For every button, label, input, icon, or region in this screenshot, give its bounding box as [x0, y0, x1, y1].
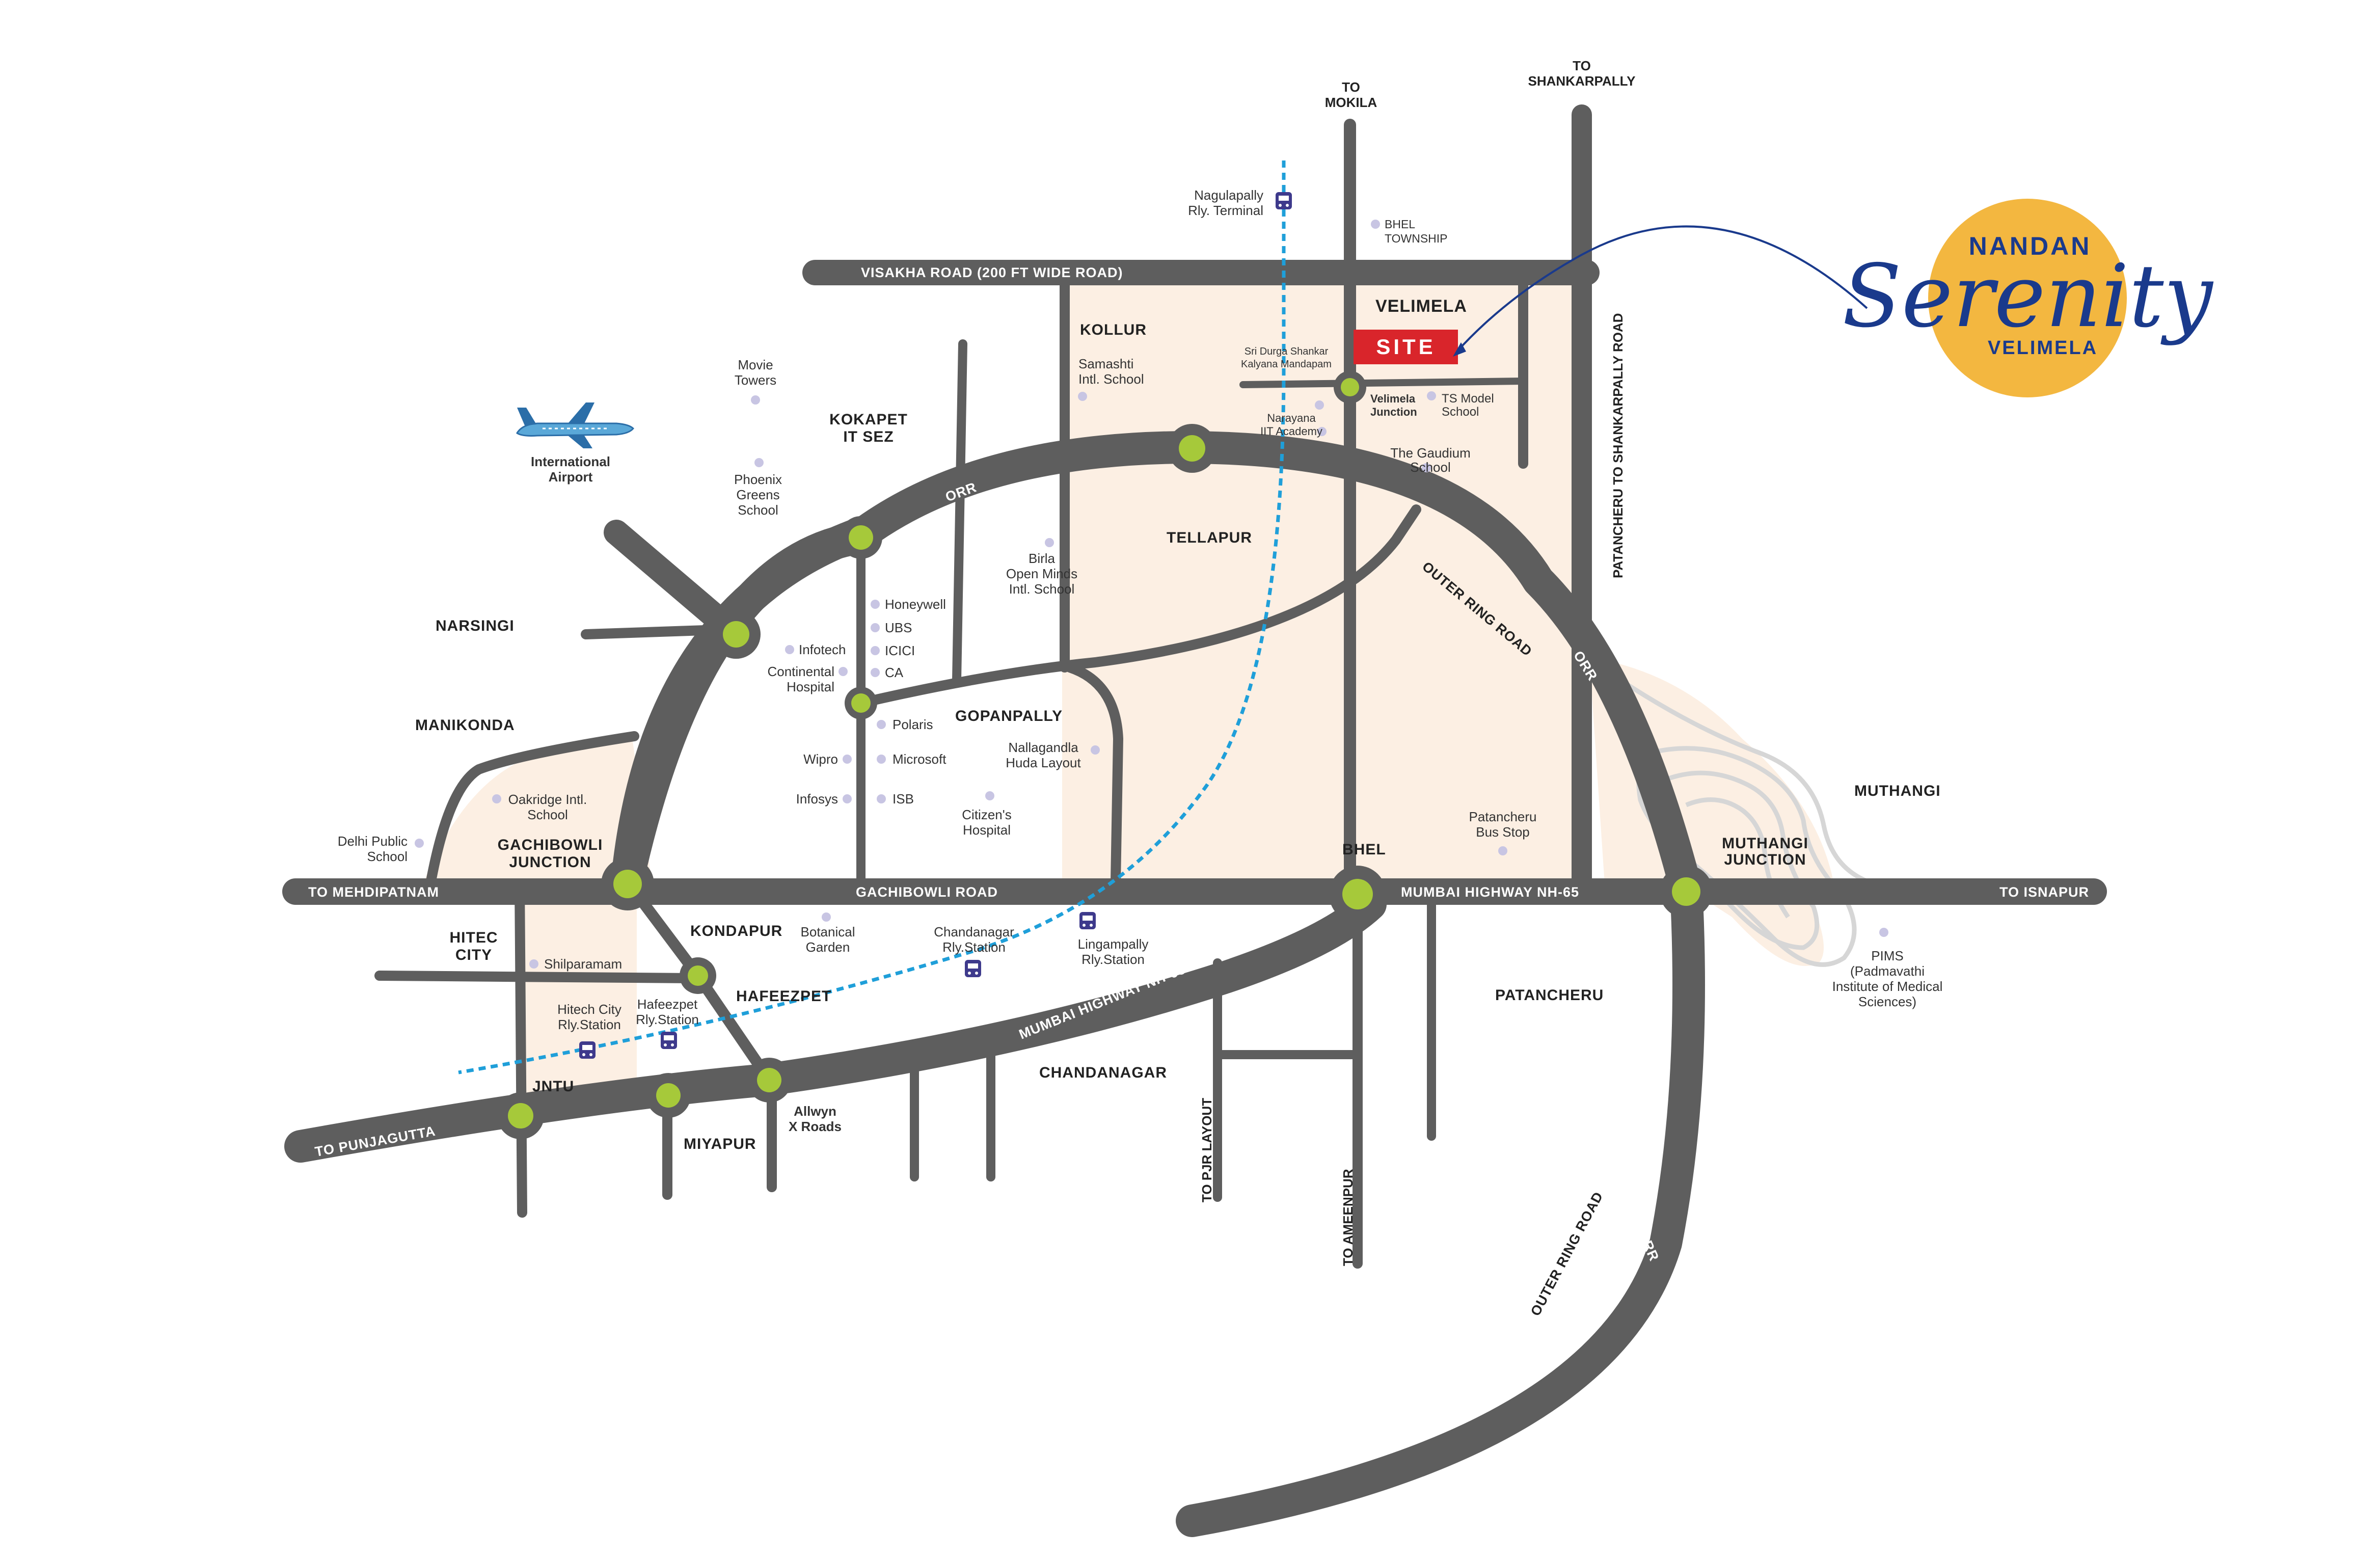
- label-infosys: Infosys: [796, 791, 838, 807]
- label-patancheru-road: PATANCHERU TO SHANKARPALLY ROAD: [1610, 313, 1626, 578]
- gachibowli-zone: [423, 734, 652, 884]
- road-velimela-cross: [1239, 378, 1527, 388]
- poi-markers: [415, 220, 1888, 969]
- train-icon: [661, 1032, 677, 1049]
- rail-stations: [579, 192, 1292, 1059]
- label-hafeezpet: HAFEEZPET: [736, 988, 831, 1005]
- label-polaris: Polaris: [892, 717, 933, 732]
- train-icon: [1079, 912, 1096, 929]
- label-kondapur: KONDAPUR: [690, 923, 782, 939]
- project-logo: NANDAN Serenity VELIMELA: [1842, 199, 2214, 397]
- road-manikonda: [425, 731, 639, 889]
- label-outer-ring-road-se: OUTER RING ROAD: [1528, 1189, 1606, 1319]
- airplane-icon: [516, 402, 635, 448]
- junctions: [497, 371, 1713, 1139]
- label-kollur: KOLLUR: [1080, 321, 1147, 338]
- label-mumbai-highway-east: MUMBAI HIGHWAY NH-65: [1401, 884, 1579, 900]
- site-marker[interactable]: SITE: [1354, 330, 1458, 364]
- label-jntu: JNTU: [532, 1078, 574, 1095]
- label-tellapur: TELLAPUR: [1167, 529, 1252, 546]
- label-muthangi: MUTHANGI: [1854, 783, 1941, 799]
- roads: [282, 104, 2107, 1537]
- label-shilparamam: Shilparamam: [544, 956, 622, 972]
- site-pointer-arrow: [1453, 225, 1868, 357]
- site-box[interactable]: [1354, 330, 1458, 364]
- train-icon: [579, 1041, 596, 1059]
- label-ca: CA: [885, 665, 904, 680]
- label-narsingi: NARSINGI: [436, 617, 515, 634]
- train-icon: [965, 960, 981, 977]
- rail-line: [458, 160, 1286, 1075]
- label-velimela: VELIMELA: [1375, 297, 1467, 316]
- logo-circle: [1928, 199, 2127, 397]
- road-hitec-h: [374, 971, 698, 983]
- label-bhel: BHEL: [1342, 841, 1386, 858]
- train-icon: [1276, 192, 1292, 209]
- label-to-mehdipatnam: TO MEHDIPATNAM: [308, 884, 439, 900]
- road-hitec-v: [515, 879, 527, 1218]
- label-chandanagar: CHANDANAGAR: [1039, 1064, 1167, 1081]
- road-nallagandla: [1065, 662, 1123, 887]
- road-gopanpally-east: [856, 504, 1421, 708]
- road-kokapet-north: [952, 339, 967, 685]
- site-label: SITE: [1376, 335, 1436, 359]
- label-to-pjr-layout: TO PJR LAYOUT: [1199, 1098, 1214, 1202]
- label-icici: ICICI: [885, 643, 915, 658]
- logo-locality: VELIMELA: [1988, 337, 2098, 359]
- label-microsoft: Microsoft: [892, 751, 946, 767]
- label-gopanpally: GOPANPALLY: [955, 708, 1063, 724]
- label-to-ameenpur: TO AMEENPUR: [1340, 1169, 1356, 1266]
- label-gachibowli-road: GACHIBOWLI ROAD: [856, 884, 998, 900]
- label-miyapur: MIYAPUR: [684, 1136, 756, 1152]
- label-manikonda: MANIKONDA: [415, 717, 515, 734]
- label-visakha: VISAKHA ROAD (200 FT WIDE ROAD): [861, 265, 1123, 280]
- label-to-isnapur: TO ISNAPUR: [1999, 884, 2089, 900]
- logo-brand: NANDAN: [1969, 232, 2092, 260]
- label-isb: ISB: [892, 791, 914, 807]
- label-infotech: Infotech: [799, 642, 846, 657]
- hitec-zone: [517, 884, 637, 1098]
- label-ubs: UBS: [885, 620, 912, 635]
- logo-script: Serenity: [1842, 246, 2213, 347]
- label-oakridge: Oakridge Intl.School: [508, 792, 587, 822]
- label-patancheru: PATANCHERU: [1495, 987, 1604, 1004]
- label-wipro: Wipro: [803, 751, 838, 767]
- label-honeywell: Honeywell: [885, 597, 946, 612]
